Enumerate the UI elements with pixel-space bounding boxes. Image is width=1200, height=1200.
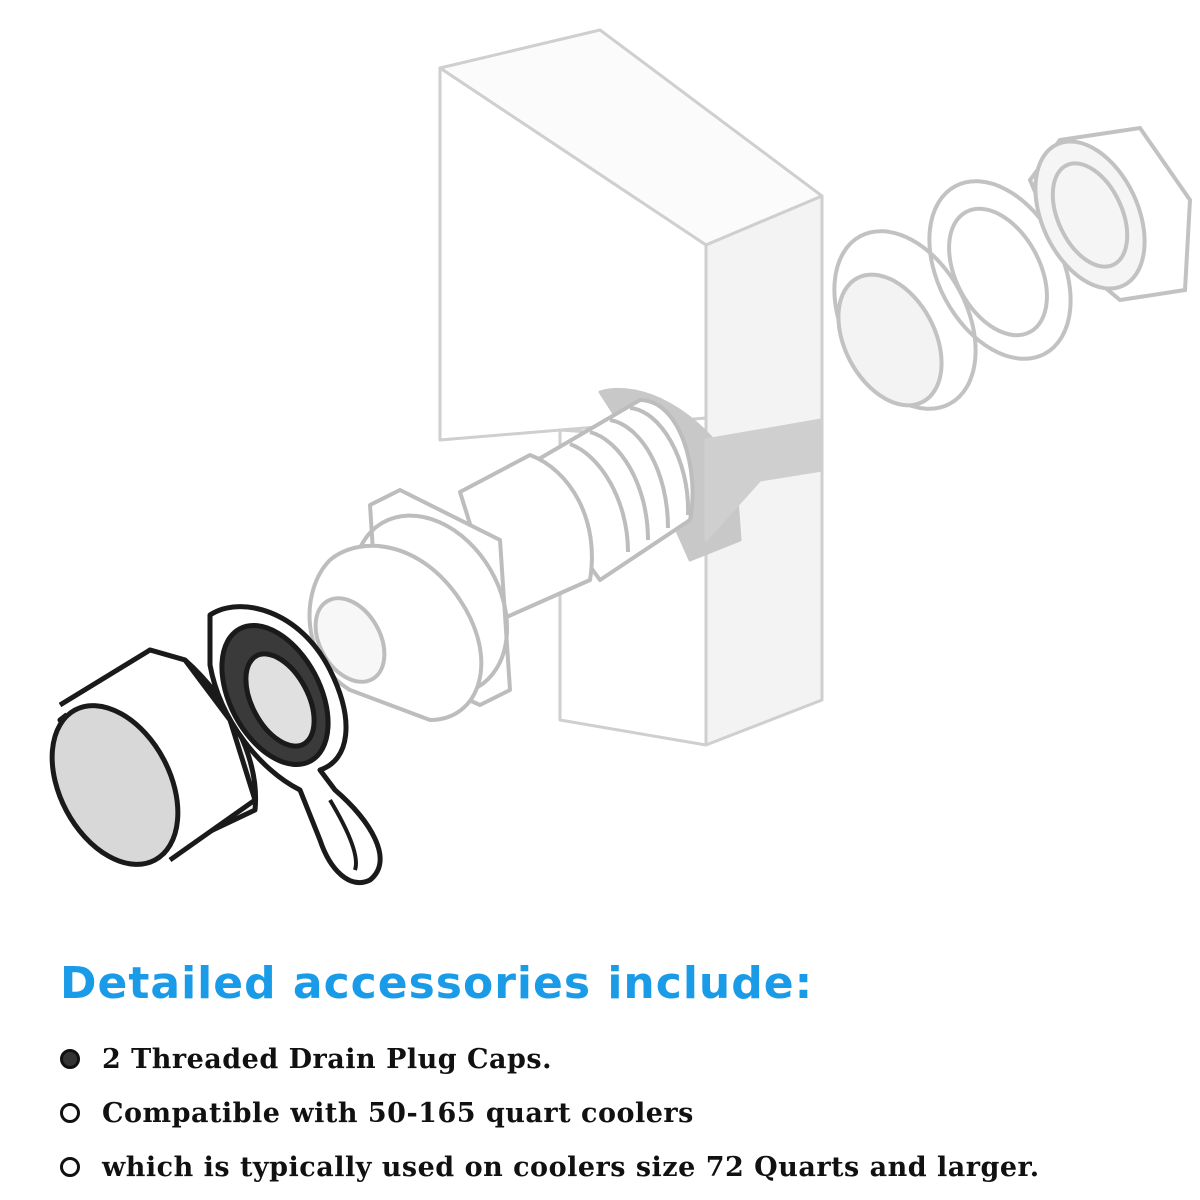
accessory-item: Compatible with 50-165 quart coolers [60, 1086, 1040, 1140]
spout-body [307, 398, 695, 722]
accessory-item-text: which is typically used on coolers size … [102, 1151, 1040, 1183]
hollow-bullet-icon [60, 1157, 80, 1177]
accessory-item: 2 Threaded Drain Plug Caps. [60, 1032, 1040, 1086]
accessory-item-text: Compatible with 50-165 quart coolers [102, 1097, 694, 1129]
cap-retainer-strap [207, 604, 383, 886]
accessories-list: 2 Threaded Drain Plug Caps. Compatible w… [60, 1032, 1040, 1194]
hex-nut [1027, 125, 1193, 303]
accessory-item-text: 2 Threaded Drain Plug Caps. [102, 1043, 552, 1075]
exploded-drain-plug-diagram [49, 28, 1193, 886]
hollow-bullet-icon [60, 1103, 80, 1123]
filled-bullet-icon [60, 1049, 80, 1069]
accessories-heading: Detailed accessories include: [60, 958, 814, 1009]
washer-ring-large [832, 229, 978, 411]
threaded-drain-cap [49, 647, 259, 867]
accessory-item: which is typically used on coolers size … [60, 1140, 1040, 1194]
